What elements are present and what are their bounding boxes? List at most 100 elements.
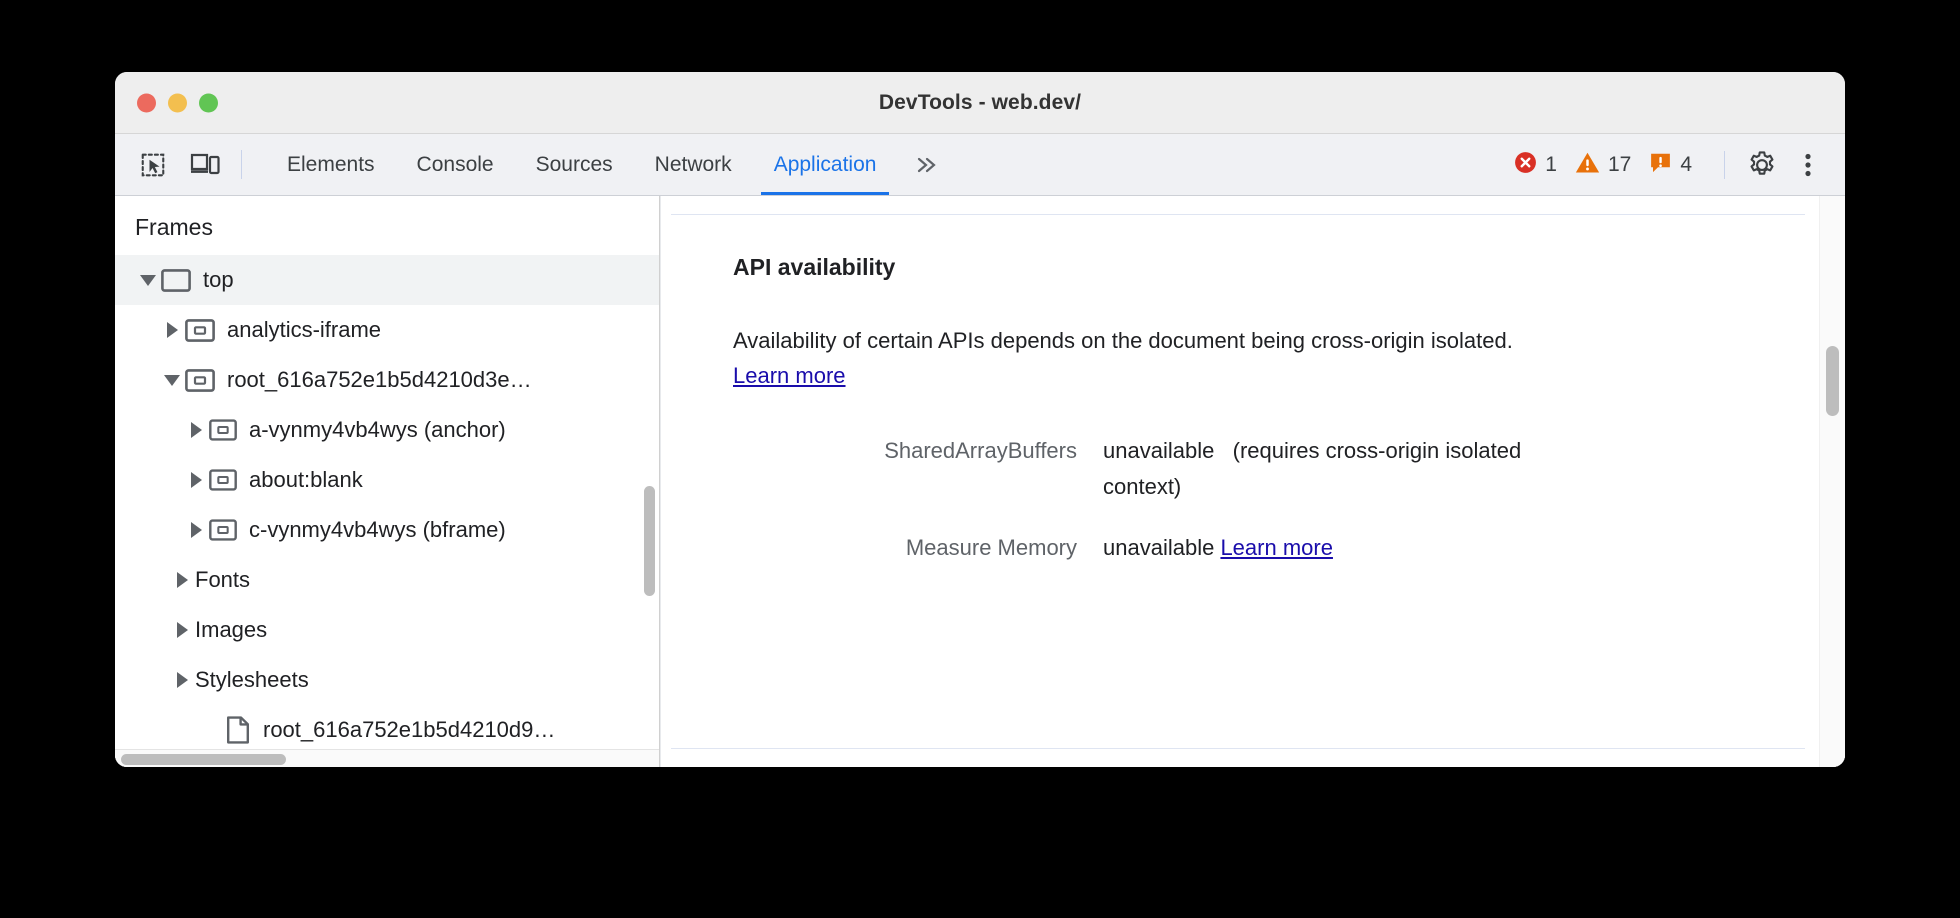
frames-sidebar: Frames top bbox=[115, 196, 660, 767]
error-count: 1 bbox=[1545, 152, 1557, 176]
iframe-icon bbox=[209, 469, 237, 491]
api-value: unavailable Learn more bbox=[1103, 530, 1333, 565]
chevron-right-icon bbox=[190, 472, 202, 488]
tree-item-label: root_616a752e1b5d4210d9… bbox=[263, 717, 556, 742]
section-divider-top bbox=[671, 214, 1805, 215]
tree-item-label: Images bbox=[195, 617, 268, 642]
tab-console[interactable]: Console bbox=[416, 152, 494, 176]
tree-item-root-frame[interactable]: root_616a752e1b5d4210d3e… bbox=[115, 355, 659, 405]
section-description: Availability of certain APIs depends on … bbox=[733, 323, 1523, 393]
document-icon bbox=[225, 716, 251, 744]
sidebar-horizontal-scrollbar[interactable] bbox=[115, 749, 659, 767]
expand-toggle[interactable] bbox=[183, 422, 209, 438]
status-indicators: 1 17 bbox=[1509, 150, 1696, 180]
chevron-right-icon bbox=[166, 322, 178, 338]
inspect-element-icon[interactable] bbox=[127, 134, 179, 195]
chevron-down-icon bbox=[140, 274, 156, 286]
issue-icon bbox=[1648, 150, 1673, 180]
tree-item-bframe[interactable]: c-vynmy4vb4wys (bframe) bbox=[115, 505, 659, 555]
tree-item-top[interactable]: top bbox=[115, 255, 659, 305]
tree-item-about-blank[interactable]: about:blank bbox=[115, 455, 659, 505]
devtools-window: DevTools - web.dev/ Elements Console Sou… bbox=[115, 72, 1845, 767]
error-indicator[interactable]: 1 bbox=[1509, 150, 1561, 180]
close-button[interactable] bbox=[137, 93, 156, 112]
api-row-sharedarraybuffers: SharedArrayBuffers unavailable (requires… bbox=[733, 433, 1785, 503]
issue-count: 4 bbox=[1680, 152, 1692, 176]
tab-application[interactable]: Application bbox=[753, 134, 898, 195]
section-divider-bottom bbox=[671, 748, 1805, 749]
expand-toggle[interactable] bbox=[159, 322, 185, 338]
api-note: (requires cross-origin isolated context) bbox=[1103, 438, 1522, 499]
tab-network[interactable]: Network bbox=[654, 152, 732, 176]
more-tabs-icon[interactable] bbox=[897, 134, 957, 195]
device-toolbar-icon[interactable] bbox=[179, 134, 231, 195]
window-title: DevTools - web.dev/ bbox=[878, 90, 1082, 114]
iframe-icon bbox=[209, 419, 237, 441]
chevron-right-icon bbox=[190, 422, 202, 438]
chevron-right-icon bbox=[176, 672, 188, 688]
chevron-right-icon bbox=[190, 522, 202, 538]
tree-item-label: a-vynmy4vb4wys (anchor) bbox=[249, 417, 506, 442]
api-name: SharedArrayBuffers bbox=[884, 438, 1077, 464]
expand-toggle[interactable] bbox=[183, 472, 209, 488]
iframe-icon bbox=[185, 368, 215, 392]
tree-item-anchor-frame[interactable]: a-vynmy4vb4wys (anchor) bbox=[115, 405, 659, 455]
warning-count: 17 bbox=[1607, 152, 1632, 176]
expand-toggle[interactable] bbox=[183, 522, 209, 538]
toolbar-divider bbox=[241, 150, 242, 179]
window-titlebar: DevTools - web.dev/ bbox=[115, 72, 1845, 134]
chevron-right-icon bbox=[176, 622, 188, 638]
sidebar-title: Frames bbox=[135, 214, 213, 240]
warning-icon bbox=[1574, 150, 1601, 180]
description-text: Availability of certain APIs depends on … bbox=[733, 328, 1513, 353]
panel-tabs: Elements Console Sources Network Applica… bbox=[266, 134, 957, 195]
iframe-icon bbox=[209, 519, 237, 541]
devtools-body: Frames top bbox=[115, 196, 1845, 767]
toolbar-divider-right bbox=[1724, 150, 1725, 179]
sidebar-vertical-scrollbar[interactable] bbox=[644, 486, 655, 596]
main-vertical-scrollbar[interactable] bbox=[1819, 196, 1845, 767]
sidebar-horizontal-scrollbar-thumb[interactable] bbox=[121, 754, 286, 765]
tree-item-label: c-vynmy4vb4wys (bframe) bbox=[249, 517, 506, 542]
frame-icon bbox=[161, 268, 191, 292]
learn-more-link[interactable]: Learn more bbox=[733, 363, 846, 389]
expand-toggle[interactable] bbox=[159, 374, 185, 386]
frames-tree: top analytics-iframe bbox=[115, 255, 659, 755]
traffic-lights bbox=[137, 93, 218, 112]
expand-toggle[interactable] bbox=[169, 572, 195, 588]
tree-item-label: analytics-iframe bbox=[227, 317, 382, 342]
maximize-button[interactable] bbox=[199, 93, 218, 112]
tree-item-label: root_616a752e1b5d4210d3e… bbox=[227, 367, 532, 392]
tree-item-images[interactable]: Images bbox=[115, 605, 659, 655]
tree-item-label: top bbox=[203, 267, 234, 292]
minimize-button[interactable] bbox=[168, 93, 187, 112]
api-status: unavailable bbox=[1103, 534, 1215, 560]
gear-icon[interactable] bbox=[1739, 150, 1785, 180]
main-vertical-scrollbar-thumb[interactable] bbox=[1826, 346, 1839, 416]
tab-sources[interactable]: Sources bbox=[535, 152, 613, 176]
issue-indicator[interactable]: 4 bbox=[1644, 150, 1696, 180]
chevron-down-icon bbox=[164, 374, 180, 386]
application-main-panel: API availability Availability of certain… bbox=[660, 196, 1845, 767]
tree-item-stylesheets[interactable]: Stylesheets bbox=[115, 655, 659, 705]
warning-indicator[interactable]: 17 bbox=[1570, 150, 1635, 180]
expand-toggle[interactable] bbox=[169, 672, 195, 688]
tree-item-label: Stylesheets bbox=[195, 667, 309, 692]
tab-elements[interactable]: Elements bbox=[287, 152, 375, 176]
toolbar-right: 1 17 bbox=[1509, 134, 1845, 195]
tree-item-analytics-iframe[interactable]: analytics-iframe bbox=[115, 305, 659, 355]
tree-item-label: Fonts bbox=[195, 567, 251, 592]
api-value: unavailable (requires cross-origin isola… bbox=[1103, 433, 1573, 503]
expand-toggle[interactable] bbox=[135, 274, 161, 286]
iframe-icon bbox=[185, 318, 215, 342]
measure-memory-learn-more-link[interactable]: Learn more bbox=[1220, 534, 1333, 560]
expand-toggle[interactable] bbox=[169, 622, 195, 638]
tree-item-fonts[interactable]: Fonts bbox=[115, 555, 659, 605]
api-status: unavailable bbox=[1103, 438, 1215, 464]
api-availability-section: API availability Availability of certain… bbox=[661, 196, 1845, 565]
api-row-measure-memory: Measure Memory unavailable Learn more bbox=[733, 530, 1785, 565]
tree-item-label: about:blank bbox=[249, 467, 363, 492]
more-vertical-icon[interactable] bbox=[1785, 151, 1831, 179]
tree-item-document[interactable]: root_616a752e1b5d4210d9… bbox=[115, 705, 659, 755]
chevron-right-icon bbox=[176, 572, 188, 588]
